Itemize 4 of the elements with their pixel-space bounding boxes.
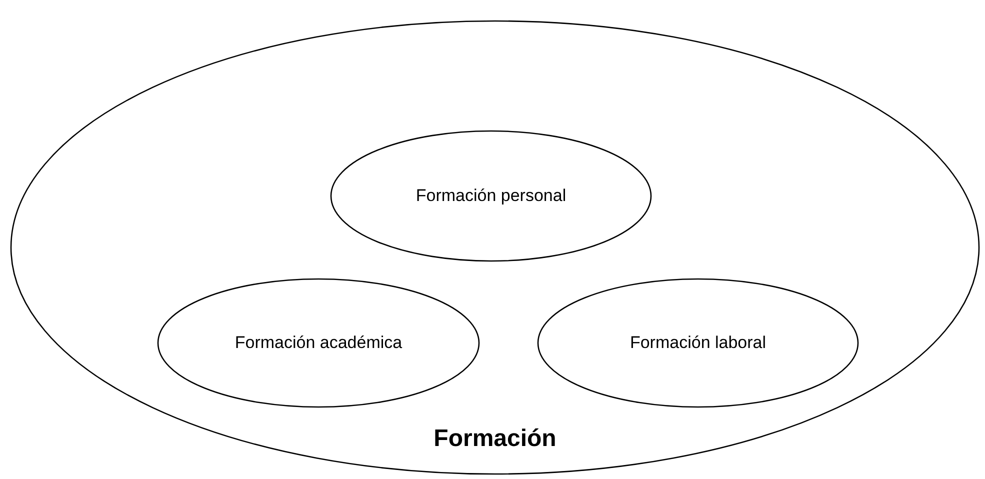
node-label: Formación personal: [416, 185, 566, 207]
title-text: Formación: [434, 424, 556, 454]
node-label: Formación académica: [234, 332, 402, 354]
node-label: Formación laboral: [630, 332, 766, 354]
